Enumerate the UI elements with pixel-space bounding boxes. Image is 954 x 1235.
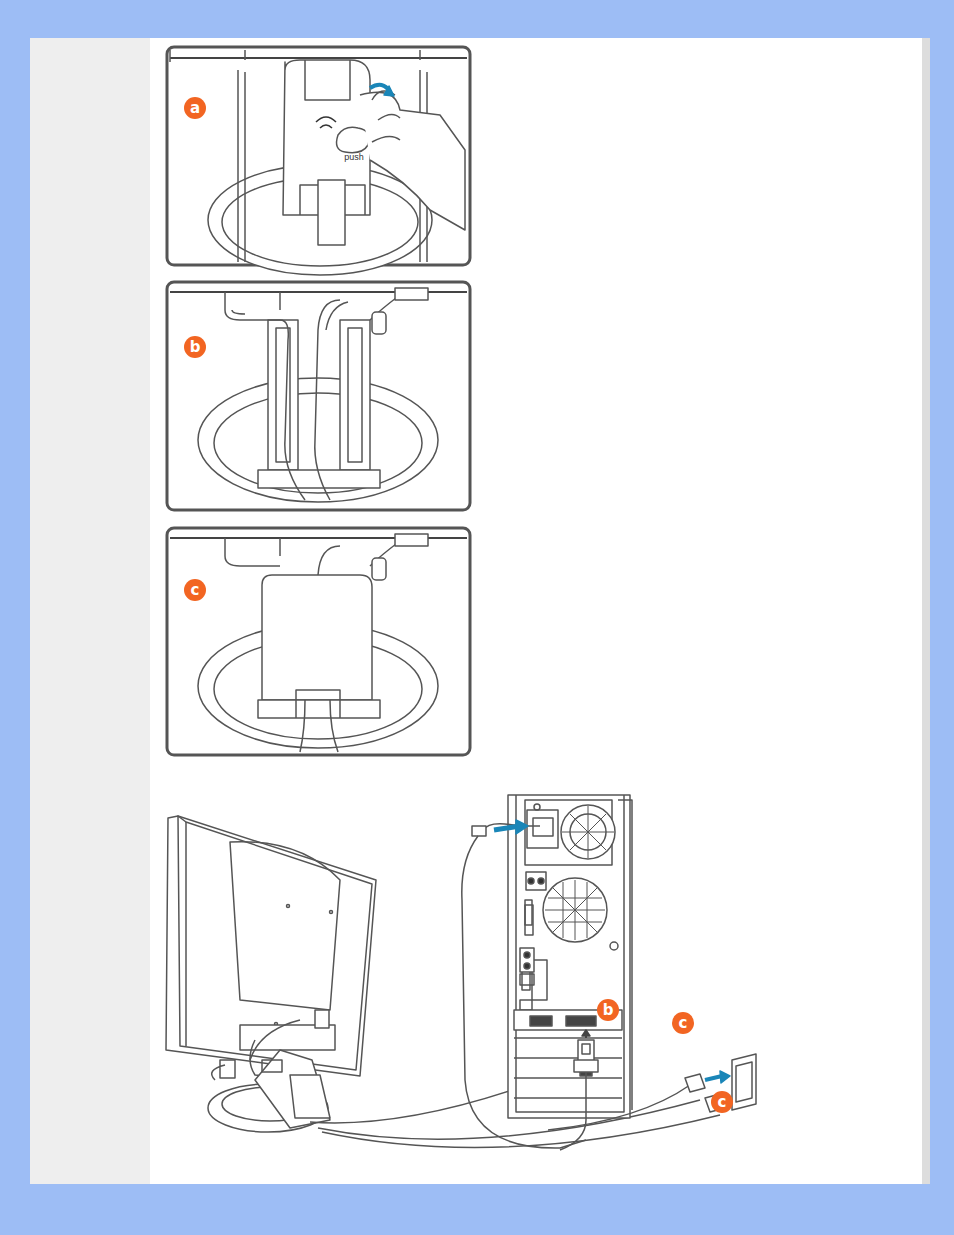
callout-letter: c: [718, 1095, 727, 1110]
callout-letter: a: [190, 101, 200, 116]
callout-letter: b: [603, 1003, 614, 1018]
panel-frame: [167, 282, 470, 510]
button-label: push: [344, 153, 364, 162]
page-area: [30, 38, 930, 1184]
callout-letter: c: [679, 1016, 688, 1031]
callout-circles: [184, 97, 733, 1113]
side-strip: [922, 38, 930, 1184]
callout-letter: b: [190, 340, 201, 355]
callout-letter: c: [191, 583, 200, 598]
side-column: [30, 38, 150, 1184]
panel-frame: [167, 528, 470, 755]
